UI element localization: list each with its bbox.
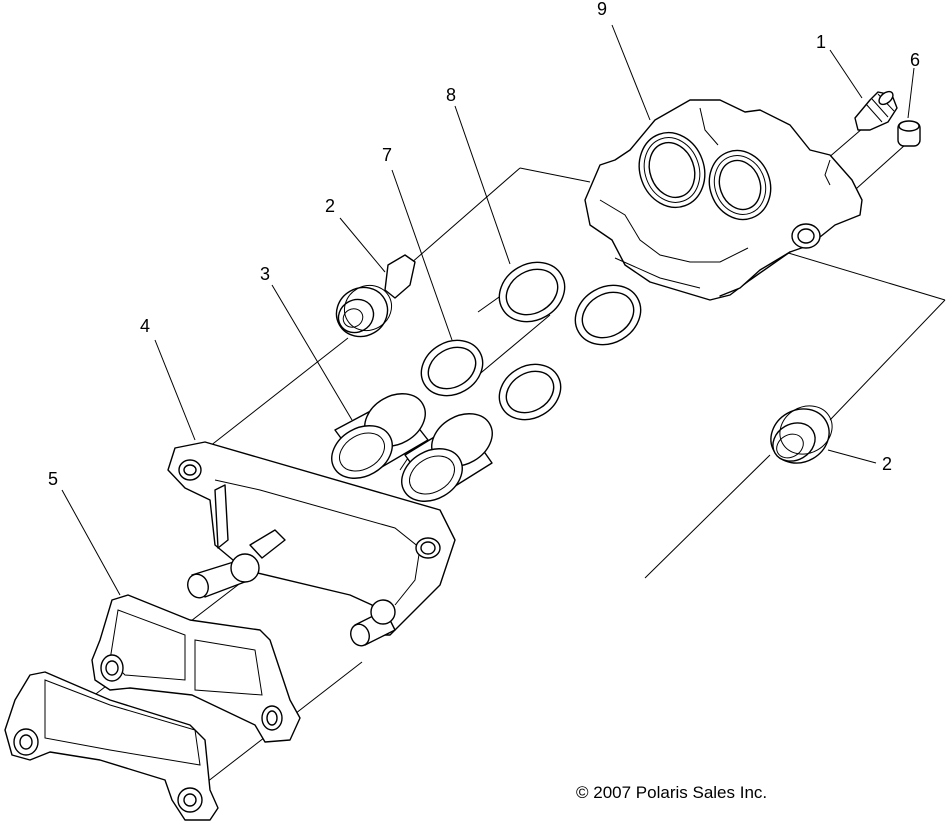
piston-seals-large xyxy=(498,261,642,346)
pistons xyxy=(331,393,493,502)
guide-pin-upper xyxy=(335,254,416,338)
brake-pads xyxy=(4,594,301,821)
callout-4: 4 xyxy=(140,316,150,336)
callout-2-right: 2 xyxy=(882,454,892,474)
callout-7: 7 xyxy=(382,145,392,165)
piston-seals-small xyxy=(420,339,562,421)
callout-1: 1 xyxy=(816,32,826,52)
callout-8: 8 xyxy=(446,85,456,105)
callout-9: 9 xyxy=(597,0,607,19)
callout-5: 5 xyxy=(48,469,58,489)
caliper-housing xyxy=(584,99,863,301)
callout-leaders xyxy=(61,24,915,596)
bleeder-cap xyxy=(897,120,921,147)
copyright-notice: © 2007 Polaris Sales Inc. xyxy=(576,783,768,802)
callout-3: 3 xyxy=(260,264,270,284)
callout-6: 6 xyxy=(910,50,920,70)
callout-numbers: 1 6 9 8 7 2 3 4 5 2 xyxy=(48,0,920,489)
callout-2-upper: 2 xyxy=(325,196,335,216)
bleeder-screw xyxy=(854,90,898,131)
pin-boot-right xyxy=(770,405,833,464)
caliper-bracket xyxy=(167,441,456,647)
